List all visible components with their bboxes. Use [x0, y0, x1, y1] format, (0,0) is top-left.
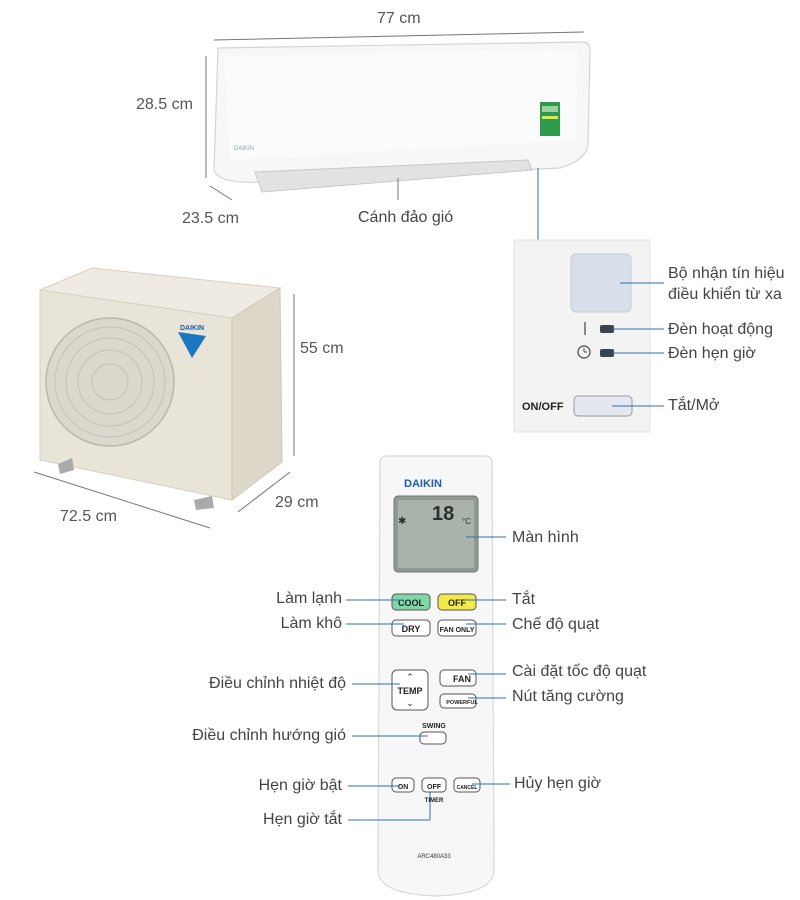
lcd-unit: °C: [462, 517, 471, 526]
svg-text:⌃: ⌃: [406, 672, 414, 682]
timer-cancel-label: Hủy hẹn giờ: [514, 775, 601, 792]
outdoor-unit: DAIKIN: [38, 267, 283, 510]
fan-button-text: FAN: [453, 674, 471, 684]
outdoor-width-dim: 72.5 cm: [60, 508, 117, 525]
onoff-button-text: ON/OFF: [522, 401, 564, 413]
off-label: Tắt: [512, 591, 536, 608]
callout-lines: [346, 536, 510, 821]
remote-brand-text: DAIKIN: [404, 478, 442, 490]
timer-on-label: Hẹn giờ bật: [258, 777, 342, 794]
cooling-label: Làm lạnh: [276, 590, 342, 607]
cancel-text: CANCEL: [457, 785, 478, 791]
sensor-label-line1: Bộ nhận tín hiệu: [668, 265, 785, 282]
timer-text: TIMER: [425, 798, 444, 804]
cool-button-text: COOL: [398, 598, 425, 608]
onoff-label: Tắt/Mở: [668, 397, 720, 414]
powerful-button-text: POWERFUL: [446, 700, 478, 706]
indoor-depth-dim: 23.5 cm: [182, 210, 239, 227]
swing-label: Điều chỉnh hướng gió: [192, 727, 346, 744]
off-button-text: OFF: [448, 598, 466, 608]
indoor-width-dim: 77 cm: [377, 10, 421, 27]
sensor-label-line2: điều khiển từ xa: [668, 286, 782, 303]
fan-speed-label: Cài đặt tốc độ quạt: [512, 663, 647, 680]
indoor-brand-text: DAIKIN: [234, 146, 254, 152]
timer-light-label: Đèn hẹn giờ: [668, 345, 756, 362]
temp-button-text: TEMP: [397, 686, 422, 696]
fanonly-button-text: FAN ONLY: [440, 627, 475, 634]
louver-label: Cánh đảo gió: [358, 209, 454, 226]
svg-text:✱: ✱: [398, 516, 406, 527]
timer-off-text: OFF: [427, 784, 442, 791]
temp-adjust-label: Điều chỉnh nhiệt độ: [209, 675, 346, 692]
operation-light-label: Đèn hoạt động: [668, 321, 773, 338]
lcd-temp: 18: [432, 503, 454, 525]
drying-label: Làm khô: [280, 615, 342, 632]
dry-button-text: DRY: [402, 624, 421, 634]
swing-label-text: SWING: [422, 723, 446, 730]
display-panel: ON/OFF: [513, 239, 651, 433]
indoor-unit: DAIKIN: [213, 41, 591, 193]
powerful-label: Nút tăng cường: [512, 688, 624, 705]
indoor-height-dim: 28.5 cm: [136, 96, 193, 113]
svg-text:⌄: ⌄: [406, 698, 414, 708]
remote-control: DAIKIN 18 °C ✱ COOL OFF DRY FAN ONLY ⌃ T…: [377, 455, 495, 897]
outdoor-brand-text: DAIKIN: [180, 325, 204, 332]
outdoor-height-dim: 55 cm: [300, 340, 344, 357]
remote-model-text: ARC480A33: [417, 854, 451, 860]
timer-on-text: ON: [398, 784, 409, 791]
outdoor-depth-dim: 29 cm: [275, 494, 319, 511]
fan-mode-label: Chế độ quạt: [512, 616, 600, 633]
screen-label: Màn hình: [512, 529, 579, 546]
timer-off-label: Hẹn giờ tắt: [263, 811, 342, 828]
